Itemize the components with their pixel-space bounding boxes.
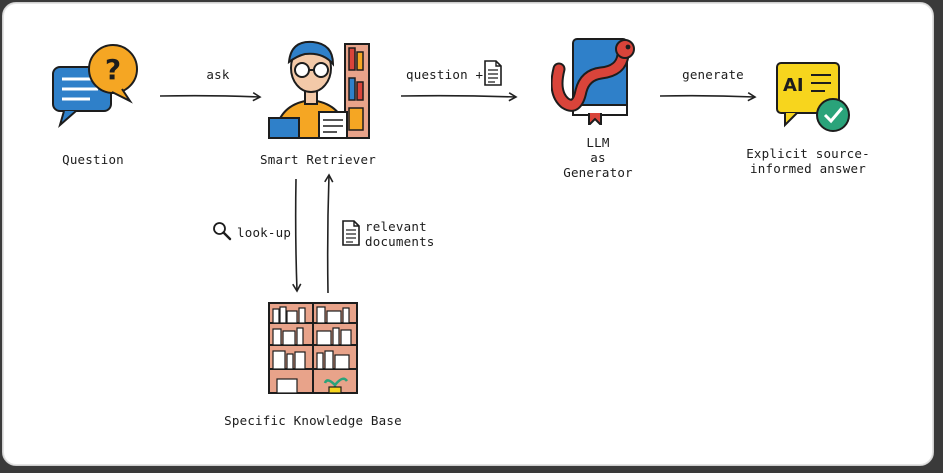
speech-bubbles-question-icon: ? xyxy=(52,44,138,128)
node-label-llm-line1: LLM xyxy=(586,135,610,150)
edge-label-generate: generate xyxy=(682,67,744,82)
edge-label-ask: ask xyxy=(206,67,230,82)
edge-label-relevant-line1: relevant xyxy=(365,219,427,234)
ai-answer-check-icon: AI xyxy=(776,62,850,132)
arrow-question-plus xyxy=(400,92,518,102)
arrow-ask xyxy=(159,92,262,102)
edge-label-lookup: look-up xyxy=(237,225,292,240)
magnifier-icon xyxy=(213,222,232,241)
arrow-generate xyxy=(659,92,757,102)
document-icon xyxy=(342,220,360,246)
svg-text:?: ? xyxy=(105,53,121,86)
node-label-llm: LLM as Generator xyxy=(548,135,648,180)
node-label-answer-line1: Explicit source- xyxy=(746,146,870,161)
node-label-question: Question xyxy=(62,152,124,167)
node-label-knowledge-base: Specific Knowledge Base xyxy=(224,413,402,428)
edges-layer xyxy=(159,92,757,294)
bookshelf-icon xyxy=(268,302,358,394)
document-icon xyxy=(484,60,502,86)
edge-label-relevant-documents: relevant documents xyxy=(365,219,435,249)
arrow-lookup xyxy=(292,178,302,293)
book-worm-icon xyxy=(551,38,635,125)
diagram-canvas: ? xyxy=(2,2,934,466)
node-label-llm-line3: Generator xyxy=(563,165,633,180)
person-bookshelf-icon xyxy=(268,40,370,139)
svg-text:AI: AI xyxy=(783,75,804,96)
arrow-relevant xyxy=(324,173,334,294)
edge-label-relevant-line2: documents xyxy=(365,234,435,249)
node-label-smart-retriever: Smart Retriever xyxy=(260,152,376,167)
edge-label-question-plus: question + xyxy=(406,67,484,82)
node-label-llm-line2: as xyxy=(590,150,606,165)
node-label-answer-line2: informed answer xyxy=(750,161,866,176)
node-label-answer: Explicit source- informed answer xyxy=(738,146,878,176)
